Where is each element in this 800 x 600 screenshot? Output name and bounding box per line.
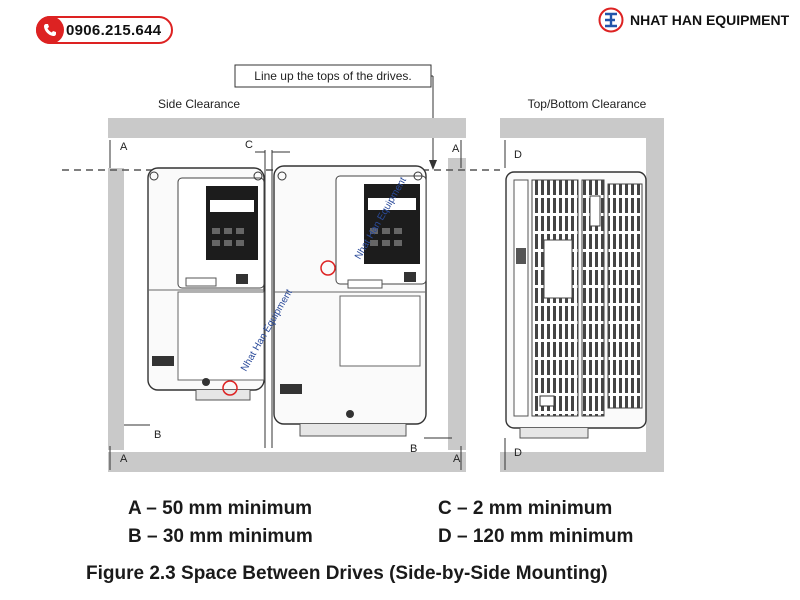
figure-caption: Figure 2.3 Space Between Drives (Side-by… xyxy=(86,563,608,584)
side-view-drive xyxy=(505,171,647,439)
side-clearance-title: Side Clearance xyxy=(158,97,240,111)
dim-d-bottom: D xyxy=(514,447,522,459)
side-enclosure xyxy=(108,118,466,472)
watermark-logo-icon-2 xyxy=(222,380,238,396)
top-bottom-clearance-title: Top/Bottom Clearance xyxy=(528,97,647,111)
watermark-logo-icon xyxy=(320,260,336,276)
dim-b-right: B xyxy=(410,443,417,455)
brand-logo-icon xyxy=(598,7,624,33)
dim-b-left: B xyxy=(154,429,161,441)
dim-a-top-right: A xyxy=(452,143,460,155)
left-drive xyxy=(147,167,265,401)
callout-text: Line up the tops of the drives. xyxy=(254,69,411,83)
phone-icon xyxy=(36,16,64,44)
dim-a-bottom-right: A xyxy=(453,453,461,465)
phone-badge[interactable]: 0906.215.644 xyxy=(36,16,174,44)
brand-name: NHAT HAN EQUIPMENT xyxy=(630,12,790,28)
right-drive xyxy=(273,165,427,437)
brand[interactable]: NHAT HAN EQUIPMENT xyxy=(598,6,789,34)
dim-d-top: D xyxy=(514,149,522,161)
legend-d: D – 120 mm minimum xyxy=(438,526,634,547)
dim-a-top-left: A xyxy=(120,141,128,153)
legend-c: C – 2 mm minimum xyxy=(438,498,613,519)
dim-a-bottom-left: A xyxy=(120,453,128,465)
dim-c: C xyxy=(245,139,253,151)
legend-a: A – 50 mm minimum xyxy=(128,498,313,519)
top-bottom-enclosure xyxy=(500,118,664,472)
phone-number: 0906.215.644 xyxy=(66,21,162,39)
legend-b: B – 30 mm minimum xyxy=(128,526,313,547)
